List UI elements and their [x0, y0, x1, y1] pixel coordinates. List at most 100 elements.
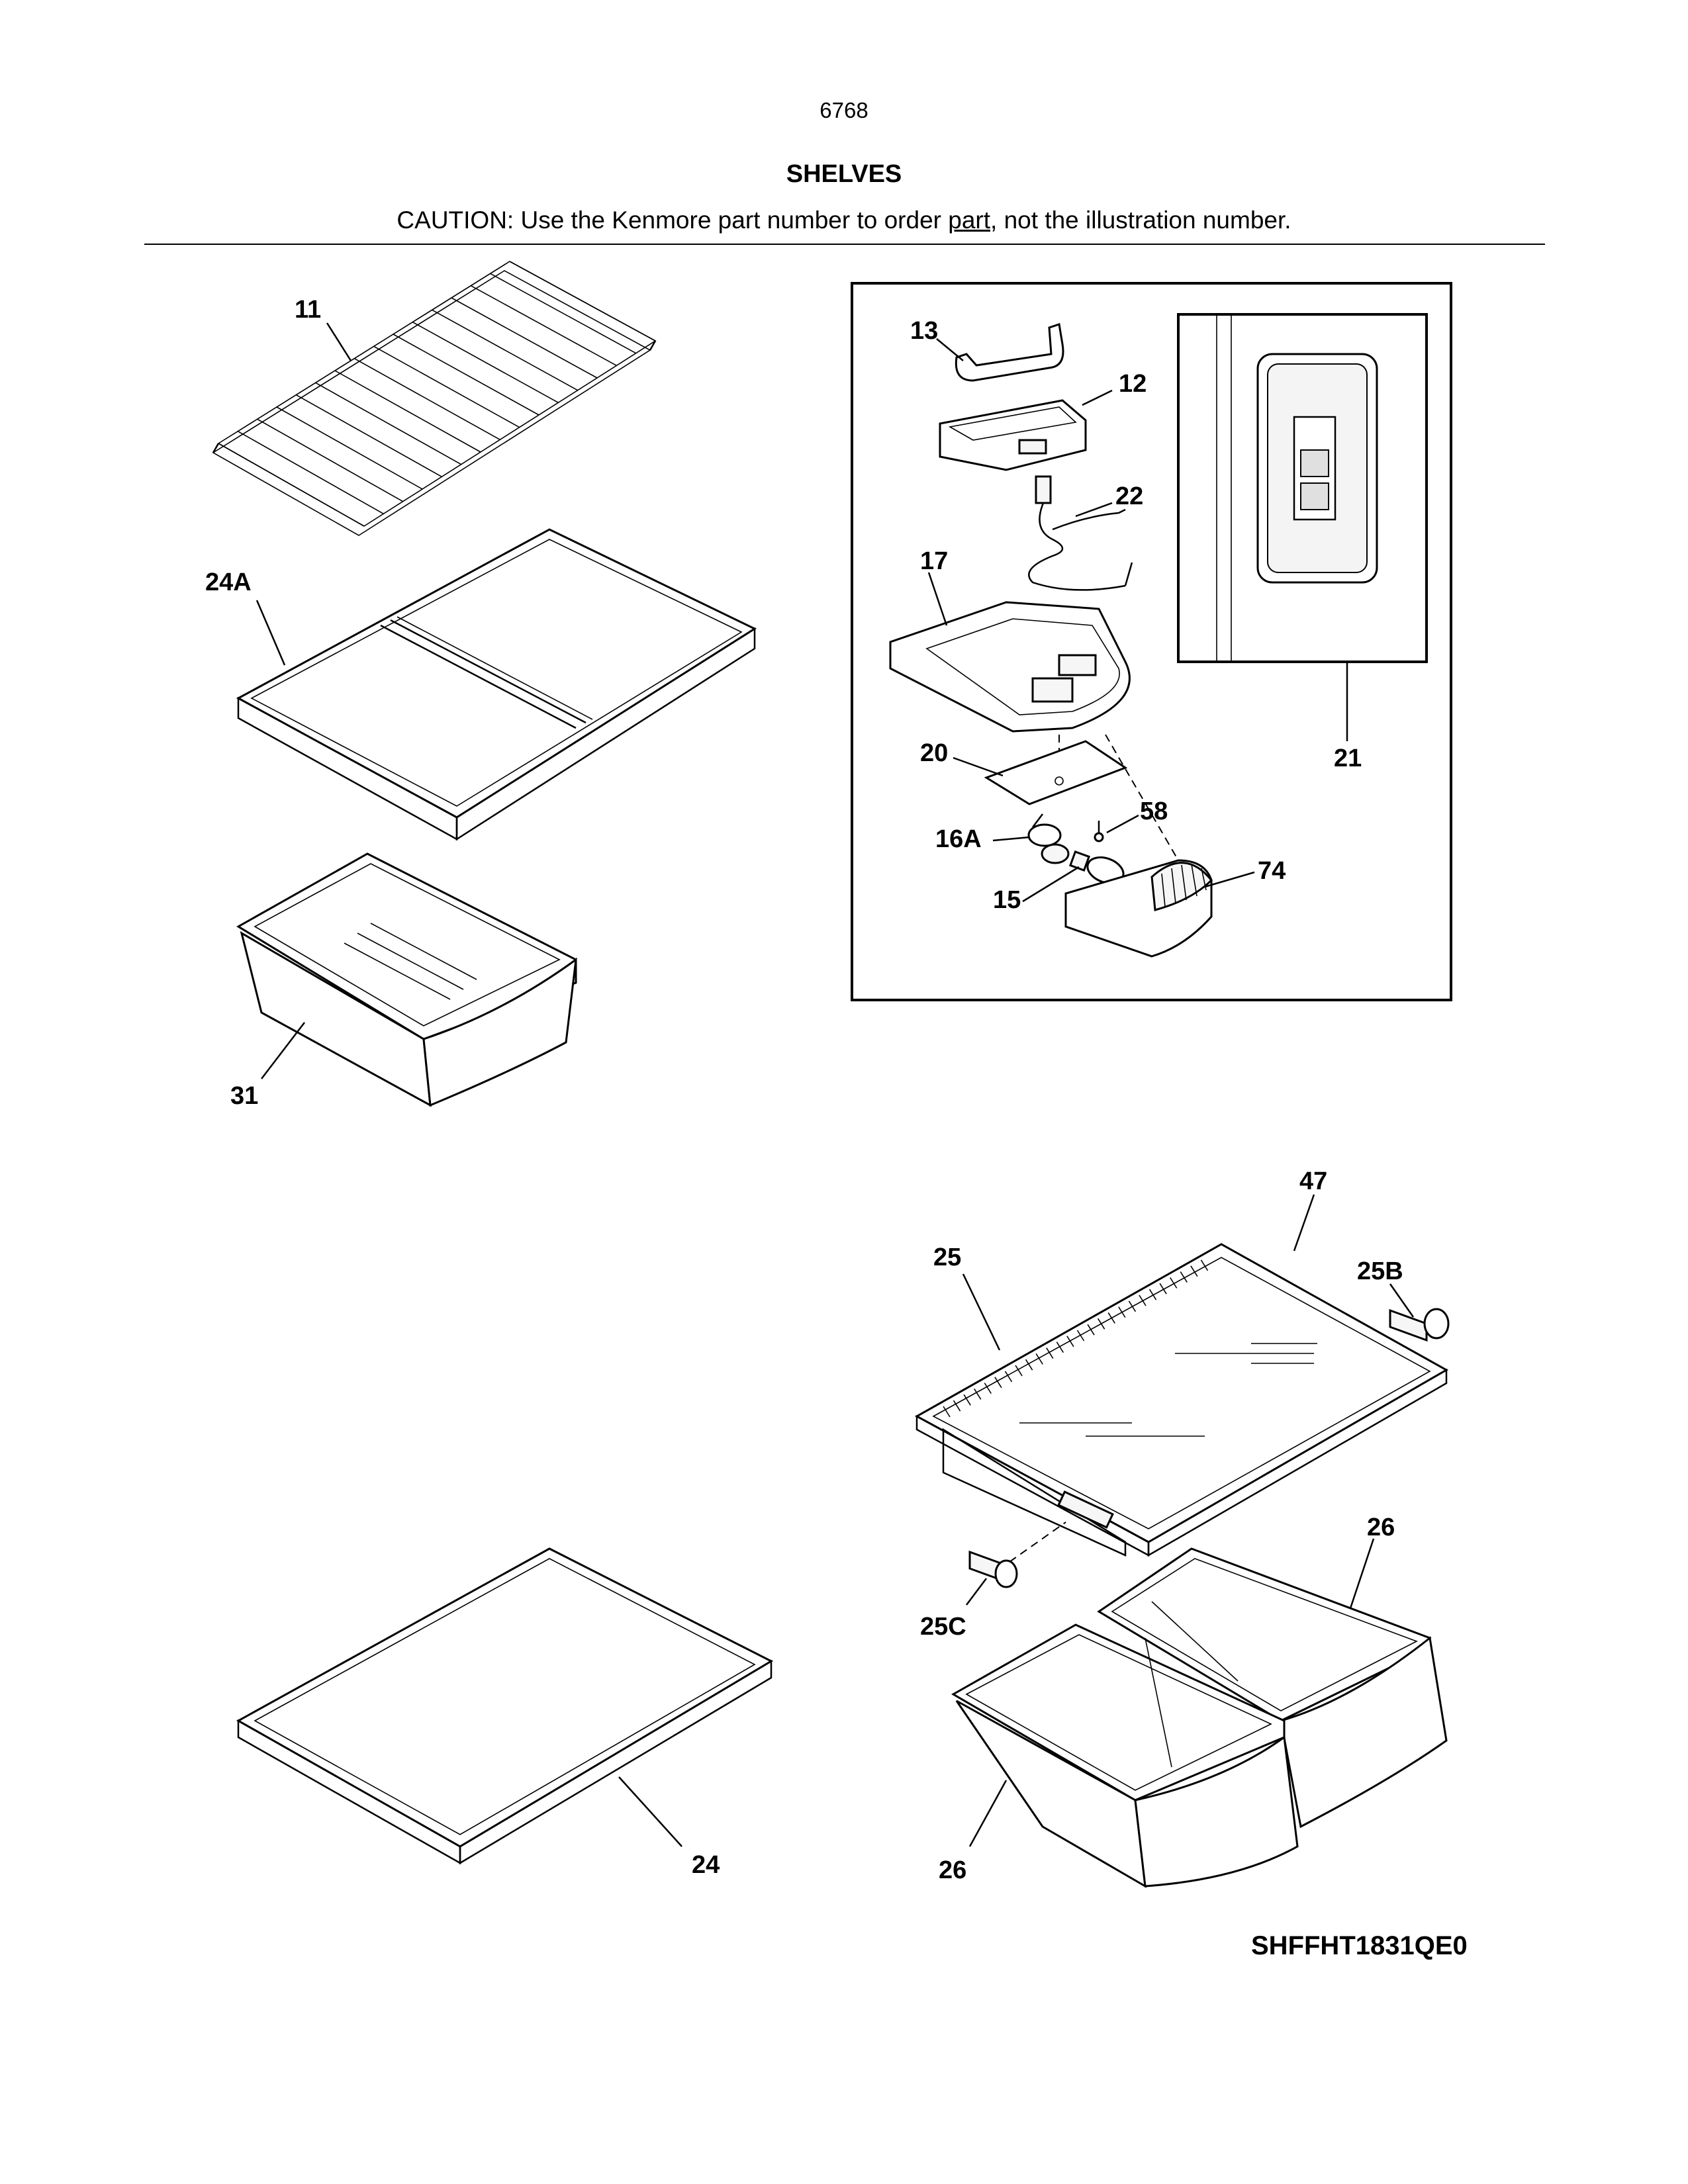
callout-24: 24	[692, 1851, 720, 1879]
callout-25C: 25C	[920, 1613, 966, 1641]
handle-part-13	[955, 323, 1064, 382]
wire-rod	[470, 285, 617, 367]
callout-21: 21	[1334, 745, 1362, 772]
light-housing-part-17	[889, 601, 1131, 733]
crisper-drawer-part-26-front	[951, 1623, 1299, 1888]
vent-slot	[1200, 1259, 1209, 1271]
leader-25	[962, 1273, 1001, 1351]
leader-24	[618, 1776, 682, 1847]
vent-slot	[1046, 1347, 1054, 1359]
glass-shelf-part-24	[236, 1547, 774, 1865]
glass-shelf-part-24A	[236, 528, 757, 841]
screw-part-58	[1094, 821, 1104, 842]
wire-rod	[276, 406, 423, 490]
callout-26-top: 26	[1367, 1514, 1395, 1541]
callout-17: 17	[920, 547, 948, 575]
bracket-part-20	[984, 740, 1128, 805]
wire-rod	[295, 394, 442, 478]
leader-74	[1204, 871, 1255, 888]
wire-rod	[218, 443, 365, 527]
light-assembly-box	[851, 282, 1452, 1001]
vent-slot	[1139, 1295, 1147, 1306]
vent-slot	[1087, 1324, 1095, 1336]
assembly-guide-line	[1009, 1522, 1066, 1563]
caution-text: CAUTION: Use the Kenmore part number to …	[397, 206, 949, 234]
wire-rod	[509, 261, 656, 341]
callout-15: 15	[993, 886, 1021, 914]
bracket-part-25C	[968, 1550, 1018, 1588]
wire-rod	[334, 370, 481, 453]
callout-22: 22	[1115, 482, 1143, 510]
assembly-guide-line	[1105, 734, 1179, 861]
caution-note: CAUTION: Use the Kenmore part number to …	[0, 206, 1688, 234]
leader-25C	[966, 1578, 987, 1606]
caution-text-end: , not the illustration number.	[990, 206, 1291, 234]
leader-26-top	[1349, 1538, 1375, 1609]
wire-rod	[393, 334, 539, 416]
vent-slot	[1128, 1300, 1137, 1312]
vent-slot	[1107, 1312, 1115, 1324]
socket-part-16A	[1027, 813, 1070, 864]
vent-slot	[1118, 1306, 1126, 1318]
leader-12	[1082, 389, 1113, 406]
header-divider	[144, 244, 1545, 245]
bracket-part-25B	[1389, 1308, 1450, 1342]
wire-rod	[490, 273, 637, 354]
vent-slot	[1190, 1265, 1198, 1277]
vent-slot	[1170, 1277, 1178, 1289]
lens-cover-part-74	[1064, 859, 1213, 958]
vent-slot	[1180, 1271, 1188, 1283]
leader-17	[927, 572, 948, 626]
callout-74: 74	[1258, 857, 1286, 885]
vent-slot	[1076, 1330, 1085, 1342]
vent-slot	[1056, 1342, 1064, 1353]
drawer-part-31	[236, 852, 577, 1107]
vent-slot	[963, 1394, 971, 1406]
housing-part-12	[939, 399, 1087, 471]
vent-slot	[953, 1400, 961, 1412]
leader-11	[326, 322, 352, 361]
detail-inset-part-21	[1177, 313, 1428, 663]
leader-15	[1022, 866, 1080, 903]
vent-slot	[1004, 1371, 1013, 1383]
callout-47: 47	[1299, 1167, 1327, 1195]
vent-slot	[994, 1377, 1002, 1388]
wire-shelf-part-11	[212, 261, 657, 536]
vent-slot	[1149, 1289, 1157, 1300]
wire-rod	[257, 418, 404, 502]
wire-rod	[432, 309, 579, 391]
callout-11: 11	[295, 296, 321, 324]
wire-rod	[373, 345, 520, 428]
vent-slot	[1066, 1336, 1074, 1347]
caution-underlined-word: part	[948, 206, 991, 234]
callout-12: 12	[1119, 370, 1147, 398]
vent-slot	[1015, 1365, 1023, 1377]
wire-rod	[451, 297, 598, 379]
wire-rod	[412, 321, 559, 404]
callout-31: 31	[230, 1082, 258, 1110]
vent-slot	[1035, 1353, 1043, 1365]
crisper-drawer-part-26-back	[1097, 1547, 1448, 1829]
crisper-cover-part-25	[914, 1243, 1449, 1557]
callout-24A: 24A	[205, 569, 252, 596]
callout-13: 13	[910, 317, 938, 345]
model-number: SHFFHT1831QE0	[1251, 1931, 1468, 1960]
leader-22	[1075, 502, 1113, 518]
leader-25B	[1389, 1283, 1415, 1318]
callout-26-bottom: 26	[939, 1856, 966, 1884]
leader-47	[1293, 1194, 1315, 1251]
bulb-part-15	[1068, 850, 1125, 884]
harness-part-22	[1028, 475, 1133, 591]
vent-slot	[1159, 1283, 1167, 1295]
leader-26-bottom	[968, 1780, 1008, 1847]
page-number: 6768	[820, 98, 868, 122]
wire-rod	[315, 382, 462, 465]
leader-31	[261, 1022, 305, 1079]
vent-slot	[984, 1383, 992, 1394]
callout-16A: 16A	[935, 825, 982, 853]
callout-25: 25	[933, 1244, 961, 1271]
vent-slot	[1097, 1318, 1105, 1330]
wire-rod	[237, 430, 384, 515]
leader-13	[936, 338, 964, 361]
